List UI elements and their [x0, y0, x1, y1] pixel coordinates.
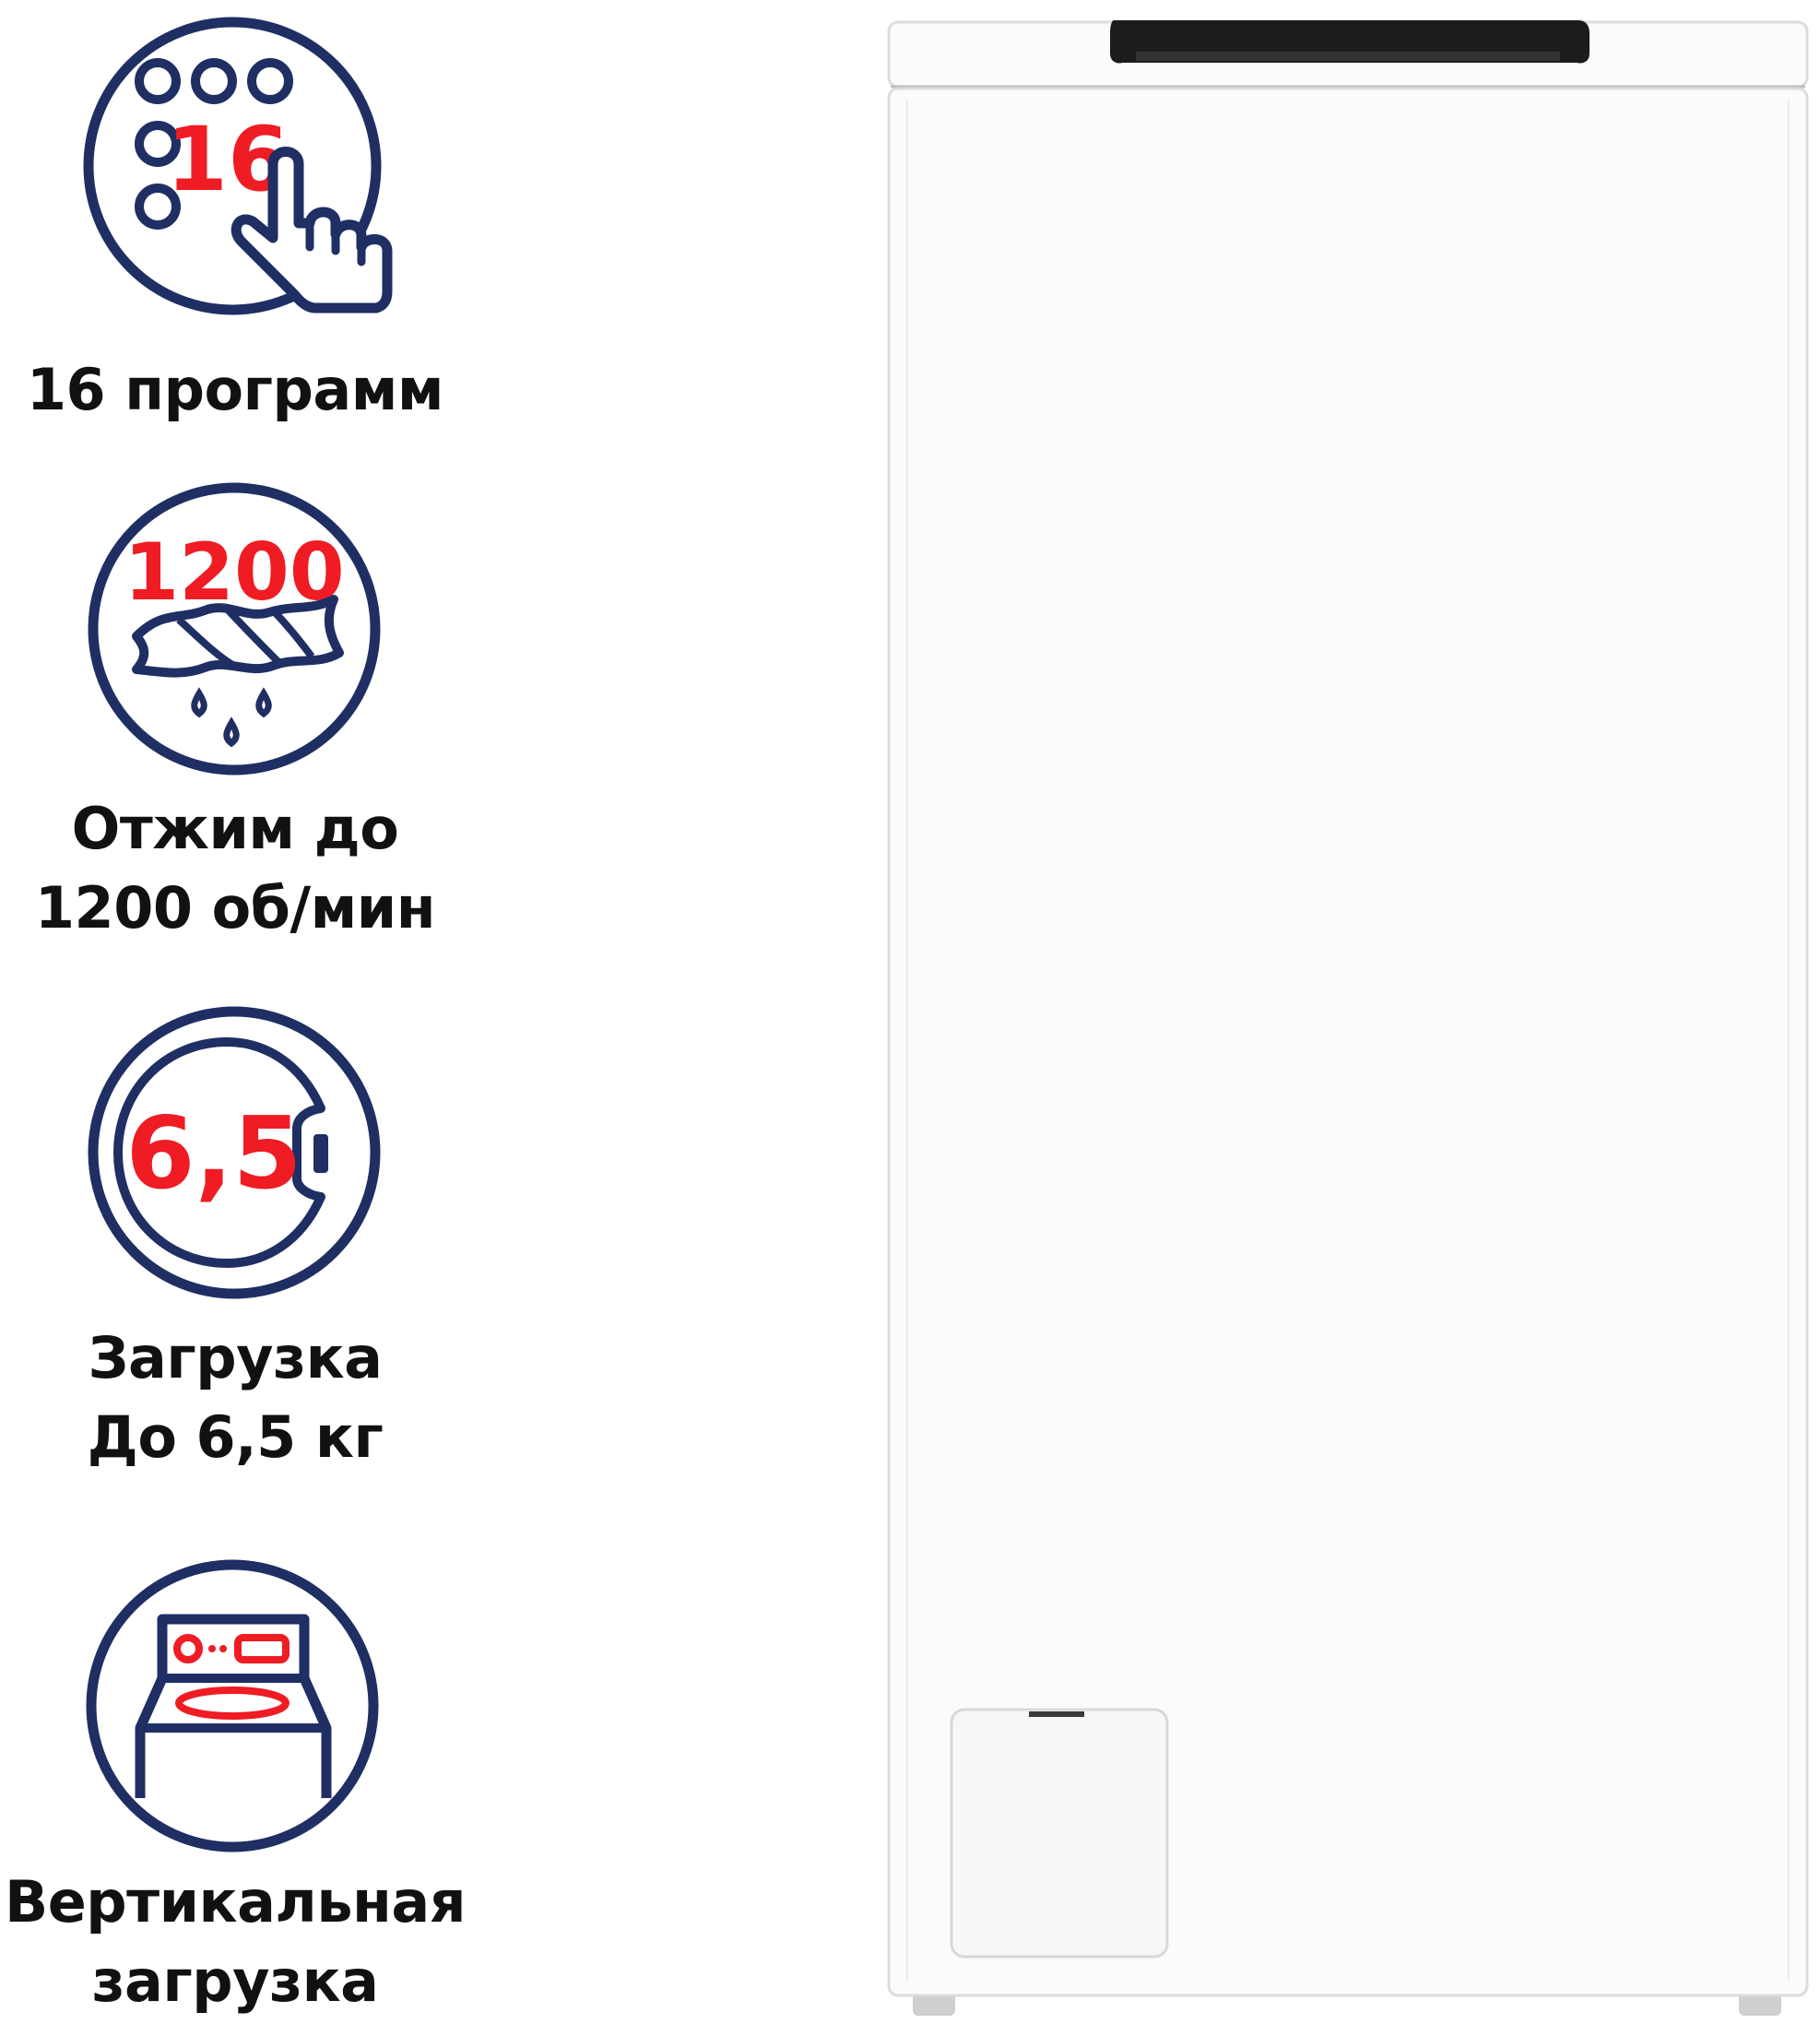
feature-label-spin: Отжим до 1200 об/мин [34, 795, 436, 941]
top-load-washer-icon [77, 1556, 391, 1864]
top-load-washer-image [885, 17, 1816, 2024]
spin-towel-icon: 1200 [79, 481, 393, 789]
load-badge: 6,5 [125, 1096, 301, 1212]
feature-label-load: Загрузка До 6,5 кг [87, 1324, 384, 1471]
program-dial-hand-icon: 16 [66, 9, 398, 345]
drum-load-icon: 6,5 [79, 1005, 393, 1313]
feature-label-programs: 16 программ [26, 356, 444, 423]
feature-label-top-load: Вертикальная загрузка [4, 1868, 467, 2015]
